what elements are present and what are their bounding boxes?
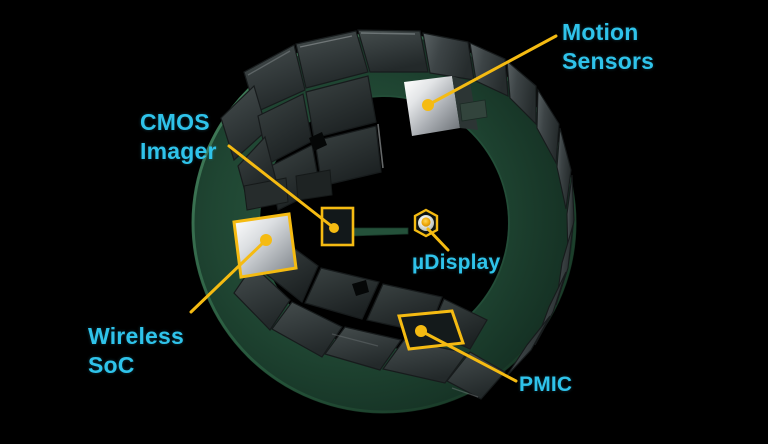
leader-cmos-imager — [227, 144, 336, 230]
module-tile — [295, 169, 333, 201]
leader-pmic — [419, 329, 518, 383]
pmic-highlight-box — [397, 309, 466, 351]
module-tile — [271, 301, 343, 358]
wireless-soc-highlight-box — [232, 212, 298, 279]
cmos-imager-highlight-box — [320, 206, 355, 247]
module-tiles — [220, 29, 575, 400]
module-tile — [357, 29, 429, 73]
leader-motion-sensors — [426, 34, 558, 107]
module-tile — [305, 75, 377, 139]
pmic-chip-face — [399, 311, 463, 349]
udisplay-emitter-core — [421, 217, 431, 227]
component-motion-sensors[interactable] — [404, 76, 488, 136]
tile-gap — [352, 280, 369, 296]
module-tile — [469, 41, 509, 97]
module-tile — [381, 339, 469, 384]
component-cmos-imager[interactable] — [320, 206, 355, 247]
tile-specular — [331, 333, 379, 347]
module-tile — [536, 88, 560, 165]
component-wireless-soc[interactable] — [232, 212, 298, 279]
component-pmic[interactable] — [397, 309, 466, 351]
module-tile — [324, 326, 403, 371]
module-tile — [556, 127, 572, 210]
module-tile — [506, 59, 537, 126]
module-tile — [446, 351, 506, 400]
module-tile — [314, 125, 382, 187]
component-udisplay[interactable] — [413, 208, 439, 238]
module-tile — [304, 267, 380, 320]
tile-gap — [309, 132, 327, 151]
tile-specular — [360, 32, 416, 35]
tile-specular — [451, 387, 479, 398]
leader-udisplay — [426, 227, 450, 252]
leader-wireless-soc — [189, 238, 268, 314]
motion-sensor-tab — [459, 99, 488, 122]
callout-leader-lines — [189, 34, 558, 383]
tile-specular — [377, 123, 384, 169]
tile-specular — [299, 35, 353, 48]
module-tile — [295, 30, 369, 89]
module-tile — [233, 264, 291, 331]
tile-specular — [247, 50, 291, 76]
